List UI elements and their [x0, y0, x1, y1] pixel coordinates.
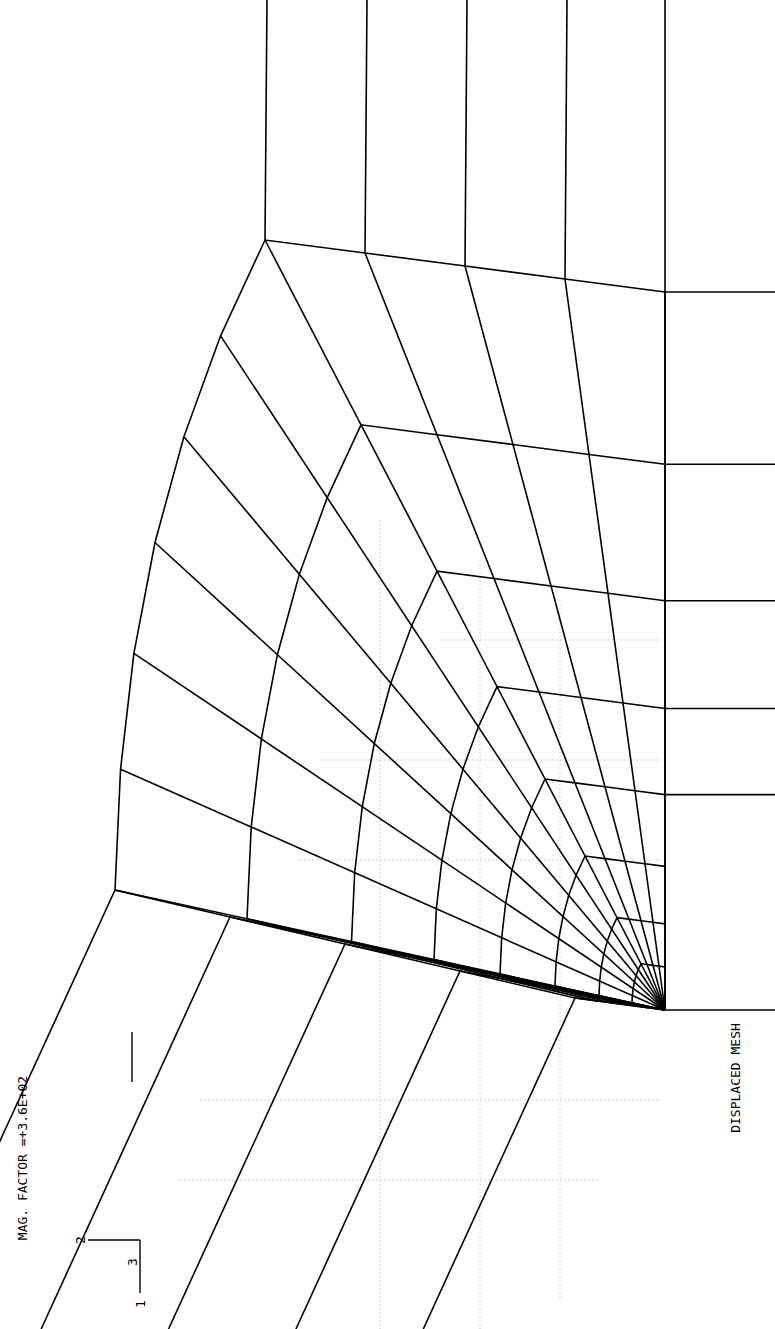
mesh-line — [665, 1009, 775, 1011]
mesh-line — [296, 971, 460, 1329]
mesh-line — [155, 543, 665, 1011]
mesh-line — [465, 0, 467, 266]
mesh-line — [665, 464, 775, 466]
mesh-line — [565, 0, 567, 279]
mesh-line — [465, 266, 665, 1010]
mesh-line — [423, 998, 575, 1329]
axis-label: 1 — [134, 1300, 147, 1308]
mesh-line — [500, 779, 665, 1006]
mesh-line — [565, 279, 665, 1010]
mesh-line — [184, 437, 665, 1010]
mesh-line — [41, 917, 230, 1329]
undeformed-mesh — [180, 520, 660, 1329]
undeformed-line — [200, 1100, 660, 1101]
mesh-line — [599, 918, 665, 1009]
mesh-line — [221, 336, 665, 1010]
axis-label: 2 — [74, 1236, 87, 1244]
axis-label: 3 — [126, 1258, 139, 1266]
mesh-line — [115, 240, 665, 998]
undeformed-line — [180, 1180, 600, 1181]
mesh-line — [555, 856, 665, 1008]
mesh-line — [665, 291, 775, 293]
undeformed-line — [560, 600, 561, 1300]
mesh-line — [665, 600, 775, 602]
mesh-line — [0, 890, 115, 1281]
mesh-line — [665, 708, 775, 710]
undeformed-line — [480, 560, 481, 1329]
mesh-line — [121, 769, 665, 1010]
mesh-line — [434, 687, 665, 1005]
plot-title: DISPLACED MESH — [729, 1023, 742, 1133]
mesh-line — [365, 0, 367, 253]
mesh-line — [632, 964, 665, 1009]
mesh-line — [352, 571, 666, 1003]
axis-triad — [88, 1239, 140, 1240]
mesh-line — [265, 240, 665, 1010]
mesh-line — [265, 0, 267, 240]
mesh-line — [664, 292, 666, 1010]
axis-triad — [131, 1032, 132, 1082]
undeformed-line — [380, 520, 381, 1329]
axis-triad — [139, 1240, 140, 1293]
mesh-line — [169, 944, 345, 1329]
magnification-note: MAG. FACTOR =+3.6E+02 — [16, 1076, 29, 1240]
mesh-line — [665, 794, 775, 796]
mesh-line — [247, 425, 665, 1001]
mesh-line — [664, 0, 666, 292]
mesh-line — [664, 292, 666, 1010]
